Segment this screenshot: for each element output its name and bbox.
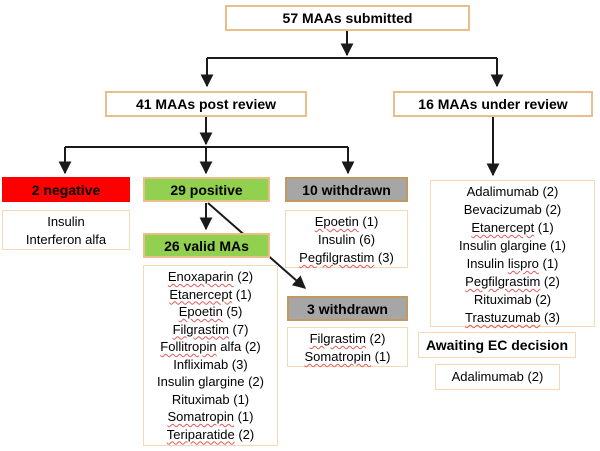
valid-mas-drug-list: Enoxaparin (2) Etanercept (1) Epoetin (5) F… [143, 265, 278, 446]
list-item: Pegfilgrastim (2) [465, 274, 560, 289]
misspelled-word: Epoetin [314, 214, 359, 229]
node-positive: 29 positive [143, 177, 270, 202]
misspelled-word: Follitropin [160, 339, 217, 354]
misspelled-word: Pegfilgrastim [299, 250, 375, 265]
list-item: Somatropin (1) [304, 349, 391, 364]
list-item: Filgrastim (7) [172, 321, 249, 337]
under-review-drug-list: Adalimumab (2) Bevacizumab (2) Etanercept … [430, 180, 595, 327]
node-total-submitted: 57 MAAs submitted [225, 5, 470, 31]
misspelled-word: Pegfilgrastim [465, 274, 541, 289]
list-item: Insulin [47, 214, 85, 229]
misspelled-word: Teriparatide [166, 426, 235, 442]
list-item: Epoetin (1) [314, 214, 379, 229]
misspelled-word: Etanercept [471, 220, 535, 235]
misspelled-word: Filgrastim [172, 321, 229, 337]
list-item: Somatropin (1) [167, 409, 254, 424]
list-item: Enoxaparin (2) [167, 269, 254, 284]
list-item: Rituximab (2) [473, 292, 552, 307]
list-item: Insulin glargine (2) [157, 374, 264, 389]
misspelled-word: Etanercept [169, 286, 233, 302]
misspelled-word: Enoxaparin [167, 269, 234, 284]
list-item: Adalimumab (2) [466, 184, 559, 199]
misspelled-word: Filgrastim [309, 331, 366, 346]
awaiting-drug-list: Adalimumab (2) [435, 364, 560, 390]
node-withdrawn-3: 3 withdrawn [287, 296, 408, 321]
misspelled-word: Somatropin [167, 409, 234, 424]
list-item: Interferon alfa [25, 232, 107, 247]
misspelled-word: Somatropin [304, 349, 371, 364]
list-item: Insulin (6) [317, 232, 376, 247]
list-item: Rituximab (1) [171, 391, 250, 407]
list-item: Pegfilgrastim (3) [299, 250, 394, 265]
list-item: Follitropin alfa (2) [160, 339, 261, 354]
misspelled-word: Trastuzumab [465, 310, 541, 325]
withdrawn-10-drug-list: Epoetin (1) Insulin (6) Pegfilgrastim (3) [285, 210, 408, 268]
misspelled-word: Epoetin [178, 304, 223, 319]
list-item: Epoetin (5) [178, 304, 243, 319]
withdrawn-3-drug-list: Filgrastim (2) Somatropin (1) [287, 327, 408, 367]
node-post-review: 41 MAAs post review [105, 91, 307, 117]
node-valid-mas: 26 valid MAs [143, 233, 270, 258]
list-item: Etanercept (1) [169, 286, 252, 302]
node-awaiting-ec-decision: Awaiting EC decision [418, 332, 576, 358]
list-item: Insulin glargine (1) [459, 238, 566, 253]
node-negative: 2 negative [2, 177, 130, 202]
list-item: Infliximab (3) [173, 356, 248, 372]
list-item: Adalimumab (2) [451, 369, 544, 384]
list-item: Trastuzumab (3) [465, 310, 560, 325]
list-item: Filgrastim (2) [309, 331, 386, 346]
list-item: Insulin lispro (1) [466, 256, 559, 271]
list-item: Etanercept (1) [471, 220, 554, 235]
node-withdrawn-10: 10 withdrawn [285, 177, 408, 202]
list-item: Teriparatide (2) [166, 426, 255, 442]
misspelled-word: lispro [507, 256, 539, 271]
list-item: Bevacizumab (2) [463, 202, 562, 217]
node-under-review: 16 MAAs under review [393, 91, 593, 117]
